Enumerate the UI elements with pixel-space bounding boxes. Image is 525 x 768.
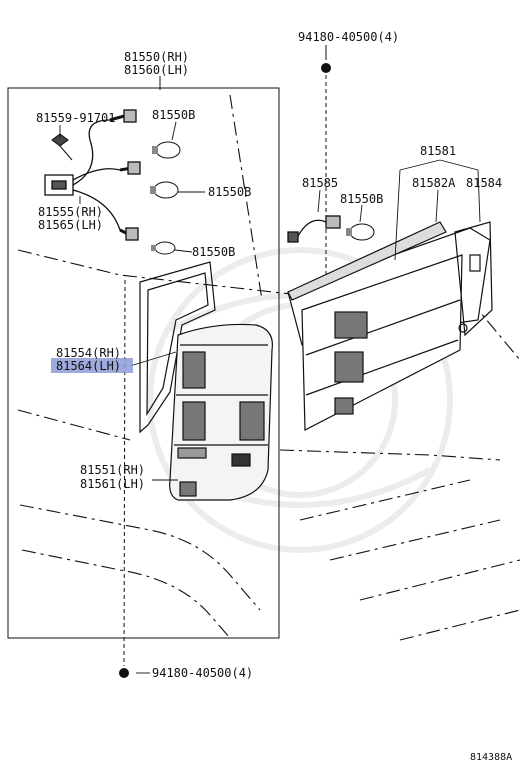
label-housing-rh[interactable]: 81550(RH) (124, 50, 189, 64)
label-socket-lh[interactable]: 81565(LH) (38, 218, 103, 232)
figure-reference: 814388A (470, 752, 512, 763)
leader-lines (59, 121, 481, 674)
label-bulb-1[interactable]: 81550B (152, 108, 195, 122)
tail-lamp-lens (169, 323, 274, 501)
label-center-assy[interactable]: 81581 (420, 144, 456, 158)
clip-icon (51, 133, 73, 161)
label-socket-rh[interactable]: 81555(RH) (38, 205, 103, 219)
wiring-harness-icon (44, 109, 141, 241)
center-lamp-panel (287, 221, 493, 431)
bulb-icon-3 (151, 241, 176, 255)
tail-lamp-group-frame (7, 87, 280, 639)
label-bulb-4[interactable]: 81550B (340, 192, 383, 206)
label-screw-bottom[interactable]: 94180-40500(4) (152, 666, 253, 680)
label-center-gasket[interactable]: 81584 (466, 176, 502, 190)
label-center-lens[interactable]: 81582A (412, 176, 456, 190)
label-screw-top[interactable]: 94180-40500(4) (298, 30, 399, 44)
bulb-icon-4 (346, 223, 375, 241)
label-gasket-rh[interactable]: 81554(RH) (56, 346, 121, 360)
label-bulb-3[interactable]: 81550B (192, 245, 235, 259)
label-gasket-lh[interactable]: 81564(LH) (56, 359, 121, 373)
label-lens-lh[interactable]: 81561(LH) (80, 477, 145, 491)
gasket-outline (139, 261, 216, 434)
label-housing-lh[interactable]: 81560(LH) (124, 63, 189, 77)
label-lens-rh[interactable]: 81551(RH) (80, 463, 145, 477)
selected-part-highlight (51, 358, 133, 373)
screw-bottom-icon (119, 279, 129, 678)
label-bulb-2[interactable]: 81550B (208, 185, 251, 199)
screw-top-icon (321, 63, 331, 290)
bulb-icon-1 (152, 141, 181, 159)
label-clip[interactable]: 81559-91701 (36, 111, 115, 125)
bulb-icon-2 (150, 181, 179, 199)
label-socket-center[interactable]: 81585 (302, 176, 338, 190)
center-socket-icon (287, 215, 341, 243)
